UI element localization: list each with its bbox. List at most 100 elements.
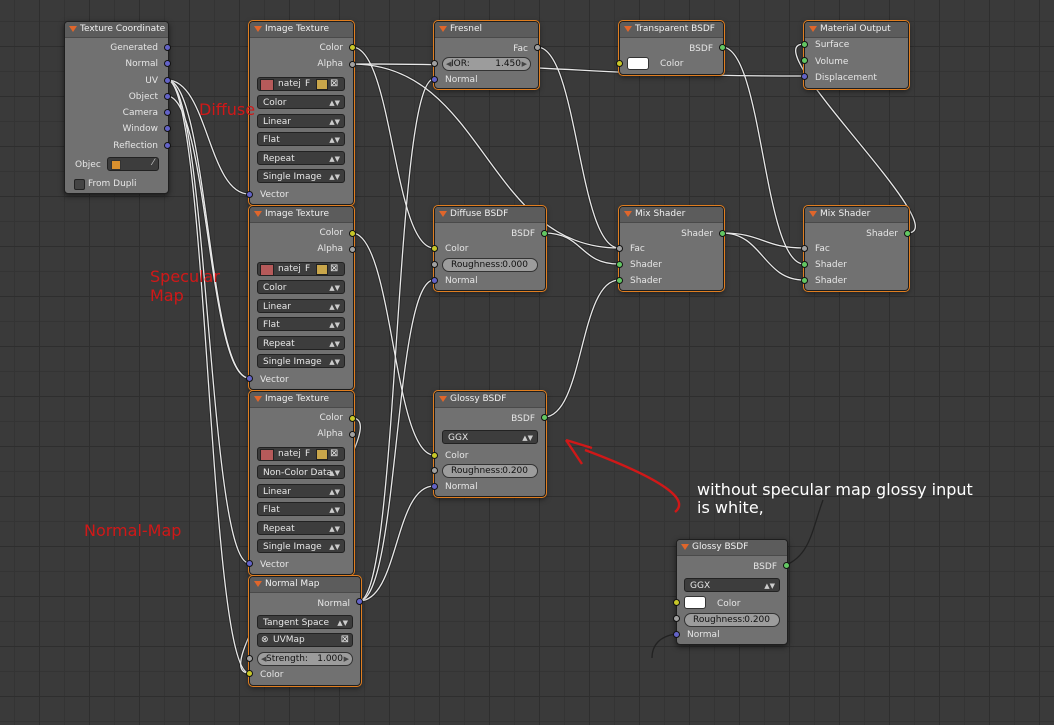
socket-gl-normal[interactable]: [430, 482, 438, 490]
socket-g2-rough[interactable]: [672, 614, 680, 622]
triangle-down-icon[interactable]: [439, 211, 447, 217]
mix-shader-node-1[interactable]: Mix Shader Shader Fac Shader Shader: [618, 205, 725, 292]
socket-m2-s2[interactable]: [800, 276, 808, 284]
socket-g2-normal[interactable]: [672, 630, 680, 638]
image-texture-node-2[interactable]: Image Texture Color Alpha natej F ⊠ Colo…: [248, 205, 355, 391]
socket-tc-normal[interactable]: [163, 59, 171, 67]
color-space-select[interactable]: Non-Color Data▲▼: [257, 465, 345, 479]
socket-tc-uv[interactable]: [163, 76, 171, 84]
socket-fr-normal[interactable]: [430, 75, 438, 83]
node-header[interactable]: Image Texture: [250, 392, 353, 408]
node-header[interactable]: Glossy BSDF: [677, 540, 787, 556]
node-header[interactable]: Image Texture: [250, 22, 353, 38]
diffuse-bsdf-node[interactable]: Diffuse BSDF BSDF Color Roughness:0.000 …: [433, 205, 547, 292]
socket-i1-color[interactable]: [348, 43, 356, 51]
socket-i2-color[interactable]: [348, 229, 356, 237]
socket-mo-surface[interactable]: [800, 40, 808, 48]
interpolation-select[interactable]: Linear▲▼: [257, 484, 345, 498]
folder-icon[interactable]: [316, 264, 328, 275]
transparent-bsdf-node[interactable]: Transparent BSDF BSDF Color: [618, 20, 725, 76]
socket-tc-window[interactable]: [163, 124, 171, 132]
socket-df-normal[interactable]: [430, 276, 438, 284]
material-output-node[interactable]: Material Output Surface Volume Displacem…: [803, 20, 910, 90]
fresnel-node[interactable]: Fresnel Fac ◀IOR:1.450▶ Normal: [433, 20, 540, 90]
node-header[interactable]: Glossy BSDF: [435, 392, 545, 408]
socket-tc-generated[interactable]: [163, 43, 171, 51]
socket-i3-alpha[interactable]: [348, 430, 356, 438]
socket-tc-camera[interactable]: [163, 108, 171, 116]
triangle-down-icon[interactable]: [254, 581, 262, 587]
socket-i2-vector[interactable]: [245, 374, 253, 382]
node-header[interactable]: Mix Shader: [805, 207, 908, 223]
socket-gl-bsdf[interactable]: [540, 413, 548, 421]
socket-fr-ior[interactable]: [430, 59, 438, 67]
triangle-down-icon[interactable]: [809, 26, 817, 32]
socket-gl-color[interactable]: [430, 451, 438, 459]
socket-m1-fac[interactable]: [615, 244, 623, 252]
node-header[interactable]: Mix Shader: [620, 207, 723, 223]
socket-m2-fac[interactable]: [800, 244, 808, 252]
triangle-down-icon[interactable]: [681, 544, 689, 550]
interpolation-select[interactable]: Linear▲▼: [257, 299, 345, 313]
ior-field[interactable]: ◀IOR:1.450▶: [442, 57, 531, 71]
node-header[interactable]: Diffuse BSDF: [435, 207, 545, 223]
glossy-bsdf-node[interactable]: Glossy BSDF BSDF GGX▲▼ Color Roughness:0…: [433, 390, 547, 498]
node-header[interactable]: Texture Coordinate: [65, 22, 168, 38]
roughness-field[interactable]: Roughness:0.200: [442, 464, 538, 478]
projection-select[interactable]: Flat▲▼: [257, 317, 345, 331]
color-space-select[interactable]: Color▲▼: [257, 280, 345, 294]
node-header[interactable]: Transparent BSDF: [620, 22, 723, 38]
triangle-down-icon[interactable]: [439, 396, 447, 402]
image-name[interactable]: natej: [278, 449, 301, 459]
source-select[interactable]: Single Image▲▼: [257, 169, 345, 183]
uvmap-name[interactable]: UVMap: [273, 635, 305, 645]
color-swatch[interactable]: [627, 57, 649, 70]
socket-df-color[interactable]: [430, 244, 438, 252]
uvmap-field[interactable]: ⊗ UVMap ⊠: [257, 633, 353, 647]
space-select[interactable]: Tangent Space▲▼: [257, 615, 353, 629]
color-swatch[interactable]: [684, 596, 706, 609]
projection-select[interactable]: Flat▲▼: [257, 502, 345, 516]
node-header[interactable]: Material Output: [805, 22, 908, 38]
folder-icon[interactable]: [316, 79, 328, 90]
projection-select[interactable]: Flat▲▼: [257, 132, 345, 146]
socket-m1-out[interactable]: [718, 229, 726, 237]
socket-i2-alpha[interactable]: [348, 245, 356, 253]
image-texture-node-1[interactable]: Image Texture Color Alpha natej F ⊠ Colo…: [248, 20, 355, 206]
color-space-select[interactable]: Color▲▼: [257, 95, 345, 109]
image-name[interactable]: natej: [278, 264, 301, 274]
socket-i3-color[interactable]: [348, 414, 356, 422]
triangle-down-icon[interactable]: [624, 26, 632, 32]
x-icon[interactable]: ⊠: [330, 263, 339, 274]
triangle-down-icon[interactable]: [809, 211, 817, 217]
fake-user-button[interactable]: F: [305, 264, 311, 274]
socket-mo-disp[interactable]: [800, 72, 808, 80]
node-header[interactable]: Normal Map: [250, 577, 360, 593]
image-name[interactable]: natej: [278, 79, 301, 89]
eyedropper-icon[interactable]: ⁄: [152, 158, 154, 168]
x-icon[interactable]: ⊠: [340, 634, 349, 645]
socket-tc-object[interactable]: [163, 92, 171, 100]
triangle-down-icon[interactable]: [254, 211, 262, 217]
image-selector[interactable]: natej F ⊠: [257, 262, 345, 276]
node-header[interactable]: Image Texture: [250, 207, 353, 223]
object-field[interactable]: ⁄: [107, 157, 159, 171]
socket-g2-color[interactable]: [672, 598, 680, 606]
image-icon[interactable]: [260, 79, 274, 91]
triangle-down-icon[interactable]: [69, 26, 77, 32]
interpolation-select[interactable]: Linear▲▼: [257, 114, 345, 128]
socket-nm-normal[interactable]: [355, 597, 363, 605]
node-header[interactable]: Fresnel: [435, 22, 538, 38]
x-icon[interactable]: ⊠: [330, 78, 339, 89]
mix-shader-node-2[interactable]: Mix Shader Shader Fac Shader Shader: [803, 205, 910, 292]
extension-select[interactable]: Repeat▲▼: [257, 336, 345, 350]
strength-field[interactable]: ◀Strength:1.000▶: [257, 652, 353, 666]
roughness-field[interactable]: Roughness:0.000: [442, 258, 538, 272]
socket-m2-out[interactable]: [903, 229, 911, 237]
distribution-select[interactable]: GGX▲▼: [684, 578, 780, 592]
socket-nm-color[interactable]: [245, 669, 253, 677]
socket-m1-s2[interactable]: [615, 276, 623, 284]
triangle-down-icon[interactable]: [439, 26, 447, 32]
socket-g2-bsdf[interactable]: [782, 561, 790, 569]
triangle-down-icon[interactable]: [624, 211, 632, 217]
